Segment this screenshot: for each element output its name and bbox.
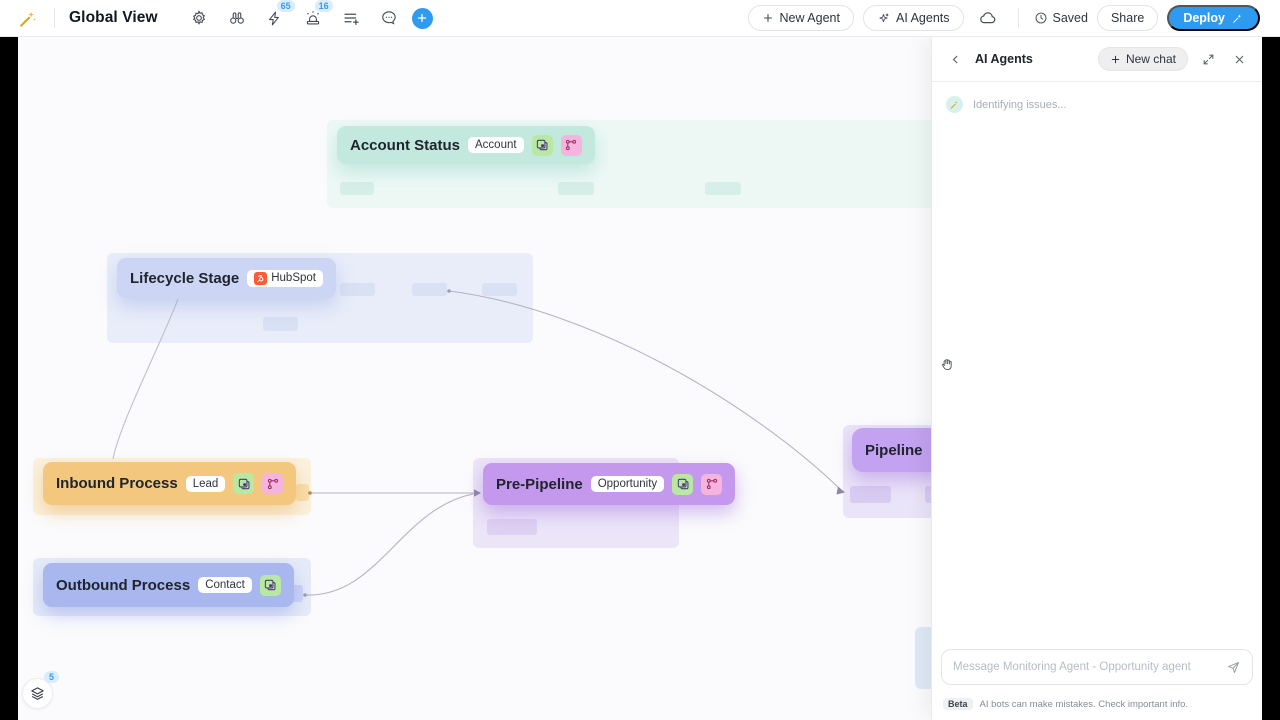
node-title: Pipeline xyxy=(865,441,923,459)
output-connector[interactable] xyxy=(296,484,309,501)
new-agent-label: New Agent xyxy=(779,11,840,25)
workflow-icon[interactable] xyxy=(560,134,582,156)
field-placeholder xyxy=(340,283,375,296)
new-agent-button[interactable]: New Agent xyxy=(747,5,854,31)
deploy-label: Deploy xyxy=(1183,11,1225,25)
node-outbound-process[interactable]: Outbound Process Contact xyxy=(43,563,294,607)
cloud-sync-icon[interactable] xyxy=(973,5,1003,31)
agent-status-text: Identifying issues... xyxy=(973,99,1067,111)
binoculars-icon[interactable] xyxy=(222,5,252,31)
layers-button[interactable] xyxy=(22,678,53,709)
workflow-icon[interactable] xyxy=(701,473,723,495)
share-label: Share xyxy=(1110,11,1145,25)
workflow-icon[interactable] xyxy=(262,473,284,494)
field-placeholder xyxy=(482,283,517,296)
table-icon[interactable] xyxy=(259,574,281,596)
top-toolbar: Global View 65 xyxy=(0,0,1280,37)
agent-avatar-wand-icon xyxy=(946,96,963,113)
node-title: Lifecycle Stage xyxy=(130,269,240,287)
hand-cursor-icon xyxy=(939,356,956,378)
object-badge: Opportunity xyxy=(590,476,665,492)
hubspot-badge: HubSpot xyxy=(247,269,323,287)
panel-title: AI Agents xyxy=(975,52,1033,66)
lightning-count-badge: 65 xyxy=(276,0,295,12)
ai-agents-label: AI Agents xyxy=(895,11,950,25)
node-title: Outbound Process xyxy=(56,576,191,594)
chat-area[interactable]: Identifying issues... xyxy=(932,82,1262,649)
new-chat-button[interactable]: New chat xyxy=(1097,47,1188,71)
node-title: Account Status xyxy=(350,136,461,154)
share-button[interactable]: Share xyxy=(1096,5,1159,31)
field-placeholder xyxy=(340,182,374,195)
node-lifecycle-stage[interactable]: Lifecycle Stage HubSpot xyxy=(117,258,336,298)
page-title: Global View xyxy=(69,9,158,26)
panel-header: AI Agents New chat xyxy=(932,37,1262,82)
ai-disclaimer-text: AI bots can make mistakes. Check importa… xyxy=(979,698,1189,710)
node-inbound-process[interactable]: Inbound Process Lead xyxy=(43,462,297,505)
ai-agents-panel: AI Agents New chat xyxy=(931,37,1262,720)
stage: Account Status Account Lifecycle Stag xyxy=(0,37,1280,720)
send-icon[interactable] xyxy=(1226,660,1241,675)
ai-agents-button[interactable]: AI Agents xyxy=(862,5,964,31)
node-title: Pre-Pipeline xyxy=(496,475,583,493)
message-input-placeholder: Message Monitoring Agent - Opportunity a… xyxy=(953,661,1191,673)
table-icon[interactable] xyxy=(233,473,255,494)
toolbar-divider xyxy=(54,8,55,28)
alarm-count-badge: 16 xyxy=(314,0,333,12)
agent-message-row: Identifying issues... xyxy=(946,96,1248,113)
composer: Message Monitoring Agent - Opportunity a… xyxy=(932,649,1262,691)
field-placeholder xyxy=(263,317,298,331)
hubspot-logo-icon xyxy=(254,271,268,285)
panel-footer: Beta AI bots can make mistakes. Check im… xyxy=(932,691,1262,720)
field-placeholder xyxy=(850,486,891,503)
field-placeholder xyxy=(558,182,594,195)
back-chevron-icon[interactable] xyxy=(944,48,966,70)
object-badge: Account xyxy=(468,137,524,153)
field-placeholder xyxy=(487,519,537,535)
settings-gear-icon[interactable] xyxy=(184,5,214,31)
app-logo-wand-icon[interactable] xyxy=(14,9,40,28)
message-input[interactable]: Message Monitoring Agent - Opportunity a… xyxy=(941,649,1253,685)
list-add-icon[interactable] xyxy=(336,5,366,31)
new-chat-label: New chat xyxy=(1125,52,1176,66)
node-title: Inbound Process xyxy=(56,475,178,492)
alarm-siren-icon[interactable]: 16 xyxy=(298,0,333,31)
close-icon[interactable] xyxy=(1228,48,1250,70)
layers-count-badge: 5 xyxy=(44,671,60,683)
add-node-button[interactable] xyxy=(411,7,433,29)
toolbar-divider xyxy=(1017,8,1019,28)
lightning-icon[interactable]: 65 xyxy=(260,0,295,31)
node-pre-pipeline[interactable]: Pre-Pipeline Opportunity xyxy=(483,463,736,505)
table-icon[interactable] xyxy=(672,473,694,495)
expand-icon[interactable] xyxy=(1197,48,1219,70)
deploy-button[interactable]: Deploy xyxy=(1167,5,1260,31)
save-status: Saved xyxy=(1034,11,1088,25)
object-badge: Lead xyxy=(185,475,226,492)
node-account-status[interactable]: Account Status Account xyxy=(337,126,595,164)
field-placeholder xyxy=(705,182,741,195)
field-placeholder xyxy=(412,283,447,296)
chat-bubble-icon[interactable] xyxy=(374,5,404,31)
saved-label: Saved xyxy=(1052,11,1088,25)
beta-badge: Beta xyxy=(943,698,973,710)
object-badge: Contact xyxy=(198,577,252,593)
table-icon[interactable] xyxy=(531,134,553,156)
